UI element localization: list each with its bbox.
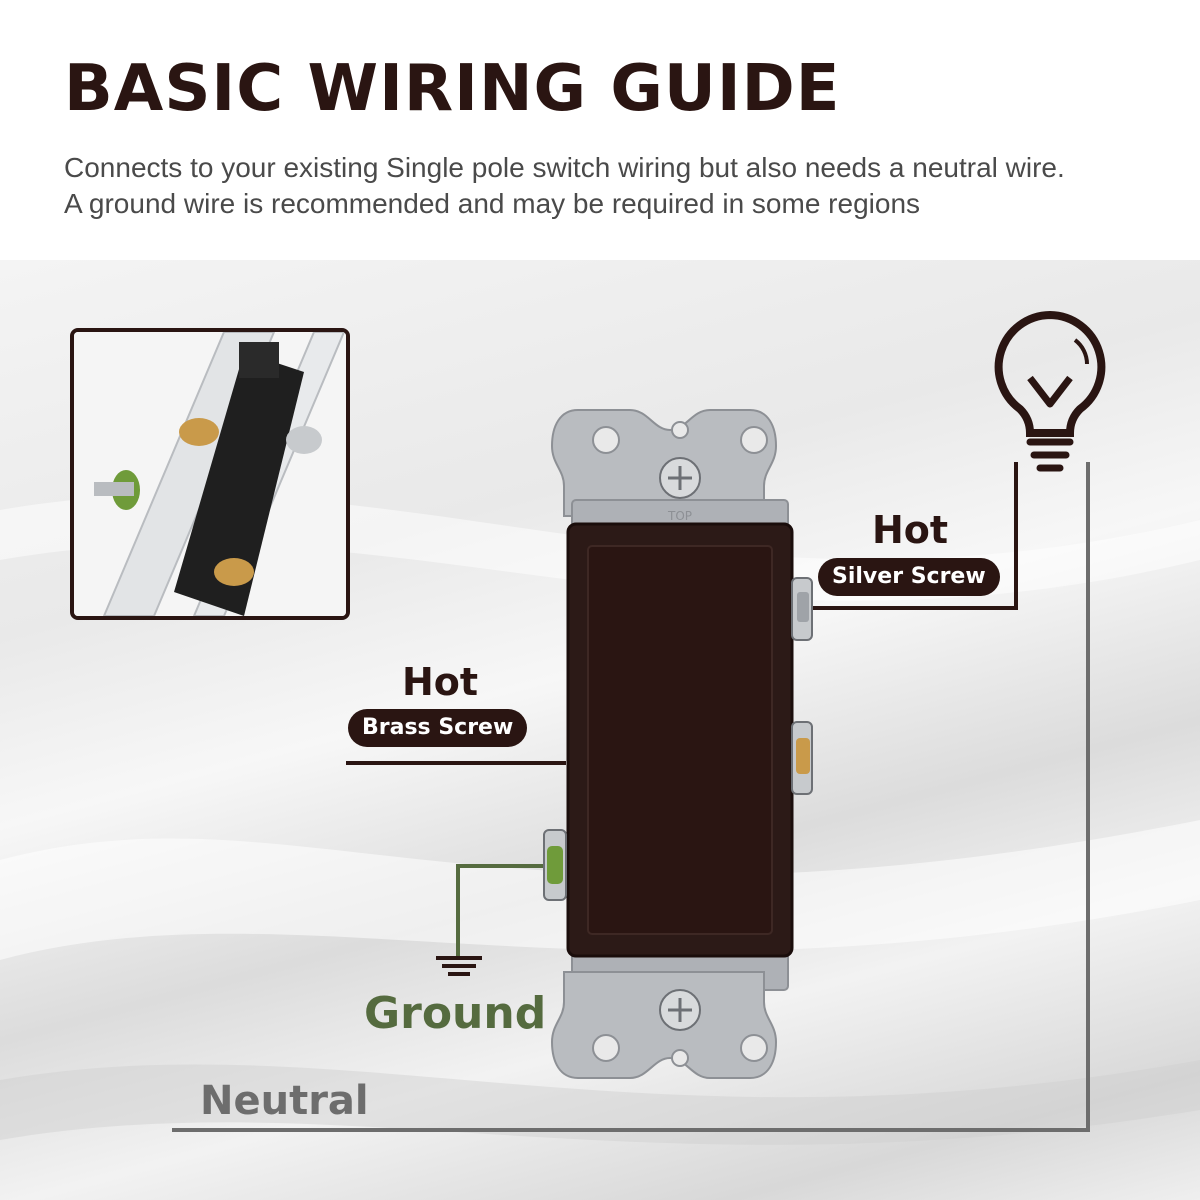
ground-screw-terminal — [543, 829, 567, 901]
ground-symbol-icon — [436, 956, 482, 976]
mounting-screw-top — [659, 457, 701, 499]
page-title: BASIC WIRING GUIDE — [64, 52, 841, 126]
header: BASIC WIRING GUIDE Connects to your exis… — [0, 0, 1200, 260]
silver-screw-badge: Silver Screw — [818, 558, 1000, 596]
subtitle-line-2: A ground wire is recommended and may be … — [64, 188, 921, 219]
hot-wire-silver — [812, 462, 1018, 610]
ground-wire — [456, 864, 546, 960]
neutral-wire — [172, 462, 1090, 1132]
light-bulb-icon — [994, 310, 1106, 472]
hot-label-left: Hot — [402, 660, 479, 704]
switch-side-closeup-illustration — [74, 332, 346, 616]
brass-screw-badge: Brass Screw — [348, 709, 528, 747]
inset-closeup-photo — [70, 328, 350, 620]
rocker-switch — [566, 522, 794, 958]
plate-top-mark: TOP — [667, 509, 692, 523]
ground-label: Ground — [364, 988, 547, 1039]
mounting-screw-bottom — [659, 989, 701, 1031]
silver-screw-terminal — [791, 577, 813, 641]
page-subtitle: Connects to your existing Single pole sw… — [64, 150, 1184, 222]
subtitle-line-1: Connects to your existing Single pole sw… — [64, 152, 1065, 183]
neutral-label: Neutral — [200, 1078, 369, 1124]
brass-screw-terminal-right — [791, 721, 813, 795]
hot-label-right: Hot — [872, 508, 949, 552]
